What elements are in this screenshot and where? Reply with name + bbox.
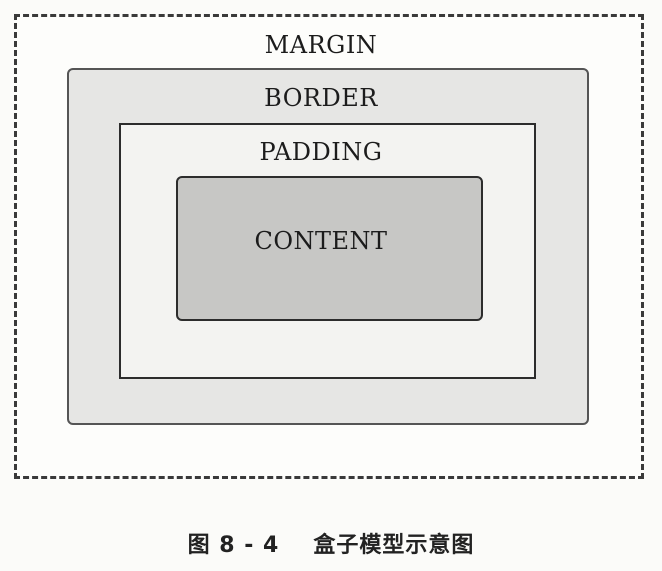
figure-number: 图 8 - 4 (187, 533, 280, 558)
figure-title: 盒子模型示意图 (313, 533, 475, 558)
figure-caption: 图 8 - 4 盒子模型示意图 (0, 527, 662, 559)
border-label: BORDER (264, 84, 378, 112)
content-label: CONTENT (254, 227, 388, 255)
padding-label: PADDING (259, 138, 383, 166)
content-box (176, 176, 483, 321)
margin-label: MARGIN (264, 31, 378, 59)
